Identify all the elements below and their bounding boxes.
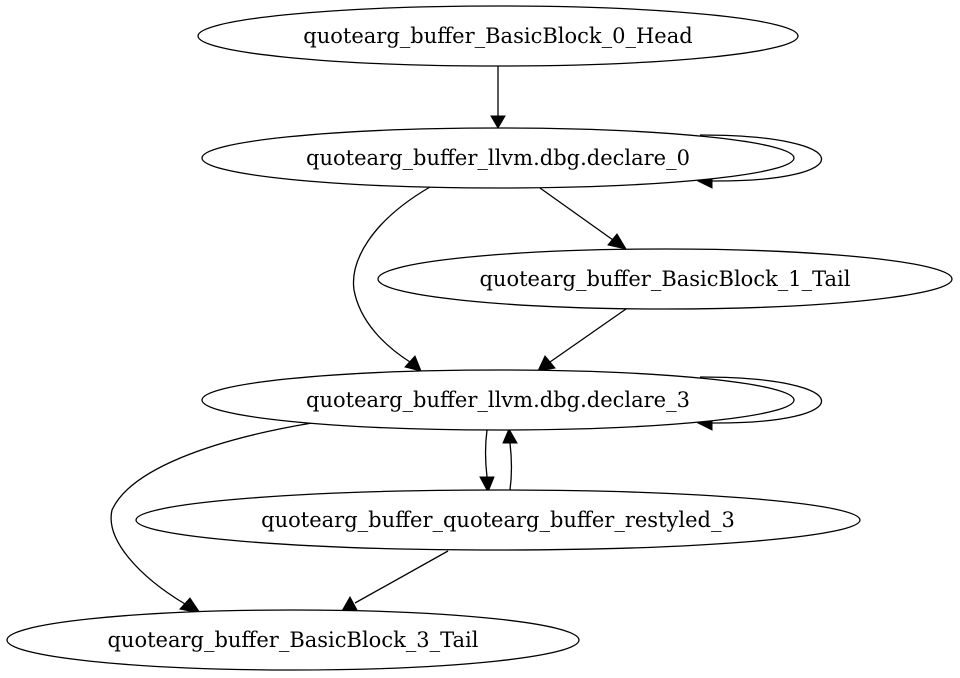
- edge-declare0-to-tail1: [539, 187, 628, 250]
- arrowhead-icon: [479, 476, 495, 494]
- node-label: quotearg_buffer_BasicBlock_0_Head: [303, 24, 692, 48]
- arrowhead-icon: [179, 597, 202, 614]
- arrowhead-icon: [607, 233, 628, 250]
- arrowhead-icon: [490, 115, 506, 129]
- arrowhead-icon: [341, 595, 358, 612]
- arrowhead-icon: [537, 355, 556, 372]
- node-declare0[interactable]: quotearg_buffer_llvm.dbg.declare_0: [201, 127, 795, 189]
- node-tail1[interactable]: quotearg_buffer_BasicBlock_1_Tail: [377, 248, 953, 310]
- edge-declare3-to-tail3: [110, 422, 313, 614]
- arrowhead-icon: [404, 355, 422, 372]
- node-label: quotearg_buffer_llvm.dbg.declare_3: [306, 388, 690, 412]
- node-label: quotearg_buffer_quotearg_buffer_restyled…: [261, 508, 735, 532]
- edge-restyled3-to-tail3: [341, 550, 449, 612]
- edges: [110, 66, 823, 614]
- node-label: quotearg_buffer_BasicBlock_1_Tail: [479, 267, 850, 291]
- node-head[interactable]: quotearg_buffer_BasicBlock_0_Head: [197, 5, 799, 67]
- nodes: quotearg_buffer_BasicBlock_0_Head quotea…: [6, 5, 953, 671]
- node-declare3[interactable]: quotearg_buffer_llvm.dbg.declare_3: [201, 369, 795, 431]
- node-tail3[interactable]: quotearg_buffer_BasicBlock_3_Tail: [6, 609, 580, 671]
- edge-head-to-declare0: [490, 66, 506, 129]
- edge-tail1-to-declare3: [537, 308, 627, 372]
- edge-declare0-to-declare3: [352, 186, 431, 372]
- edge-restyled3-to-declare3: [502, 427, 518, 491]
- arrowhead-icon: [502, 427, 518, 444]
- node-restyled3[interactable]: quotearg_buffer_quotearg_buffer_restyled…: [135, 489, 861, 551]
- node-label: quotearg_buffer_BasicBlock_3_Tail: [107, 628, 478, 652]
- edge-declare3-to-restyled3: [479, 429, 495, 494]
- node-label: quotearg_buffer_llvm.dbg.declare_0: [306, 146, 690, 170]
